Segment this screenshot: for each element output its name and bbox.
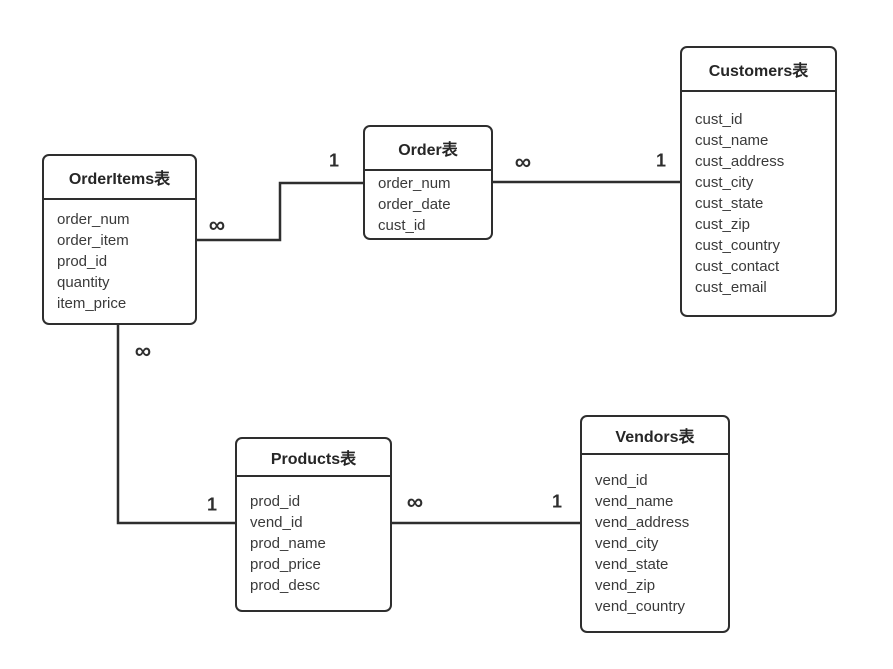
cardinality-many-label: ∞: [134, 337, 152, 364]
table-field: vend_name: [595, 492, 674, 510]
entity-title: Customers表: [682, 48, 835, 92]
entity-title: Vendors表: [582, 417, 728, 455]
entity-field-list: order_num order_date cust_id: [365, 171, 491, 238]
table-field: order_num: [378, 175, 451, 192]
cardinality-one-label: 1: [206, 494, 218, 515]
table-field: cust_address: [695, 153, 785, 170]
table-field: vend_id: [595, 471, 648, 489]
entity-table-products: Products表 prod_id vend_id prod_name prod_pr…: [235, 437, 392, 612]
table-field: prod_desc: [250, 577, 321, 594]
table-field: prod_price: [250, 556, 321, 573]
table-field: order_num: [57, 211, 130, 228]
table-field: cust_email: [695, 279, 767, 296]
cardinality-one-label: 1: [655, 150, 667, 171]
table-field: cust_id: [378, 217, 426, 234]
table-field: cust_contact: [695, 258, 780, 275]
table-field: order_item: [57, 232, 129, 249]
table-field: prod_id: [57, 253, 108, 270]
entity-title: OrderItems表: [44, 156, 195, 200]
table-field: prod_id: [250, 493, 301, 510]
table-field: cust_country: [695, 237, 781, 254]
table-field: vend_zip: [595, 576, 656, 594]
table-field: order_date: [378, 196, 451, 213]
table-field: vend_state: [595, 555, 669, 573]
entity-field-list: prod_id vend_id prod_name prod_price prod_de…: [237, 477, 390, 610]
table-field: cust_zip: [695, 216, 751, 233]
cardinality-one-label: 1: [551, 491, 563, 512]
table-field: cust_city: [695, 174, 754, 191]
table-field: vend_id: [250, 514, 303, 531]
cardinality-one-label: 1: [328, 150, 340, 171]
table-field: vend_address: [595, 513, 690, 531]
table-field: cust_state: [695, 195, 764, 212]
table-field: vend_city: [595, 534, 659, 552]
entity-field-list: order_num order_item prod_id quantity item_p…: [44, 200, 195, 323]
entity-title: Order表: [365, 127, 491, 171]
table-field: cust_id: [695, 111, 743, 128]
table-field: cust_name: [695, 132, 769, 149]
entity-title: Products表: [237, 439, 390, 477]
cardinality-many-label: ∞: [406, 488, 424, 515]
cardinality-many-label: ∞: [514, 148, 532, 175]
table-field: item_price: [57, 295, 127, 312]
table-field: quantity: [57, 274, 110, 291]
entity-table-order: Order表 order_num order_date cust_id: [363, 125, 493, 240]
table-field: prod_name: [250, 535, 326, 552]
table-field: vend_country: [595, 597, 686, 615]
cardinality-many-label: ∞: [208, 211, 226, 238]
